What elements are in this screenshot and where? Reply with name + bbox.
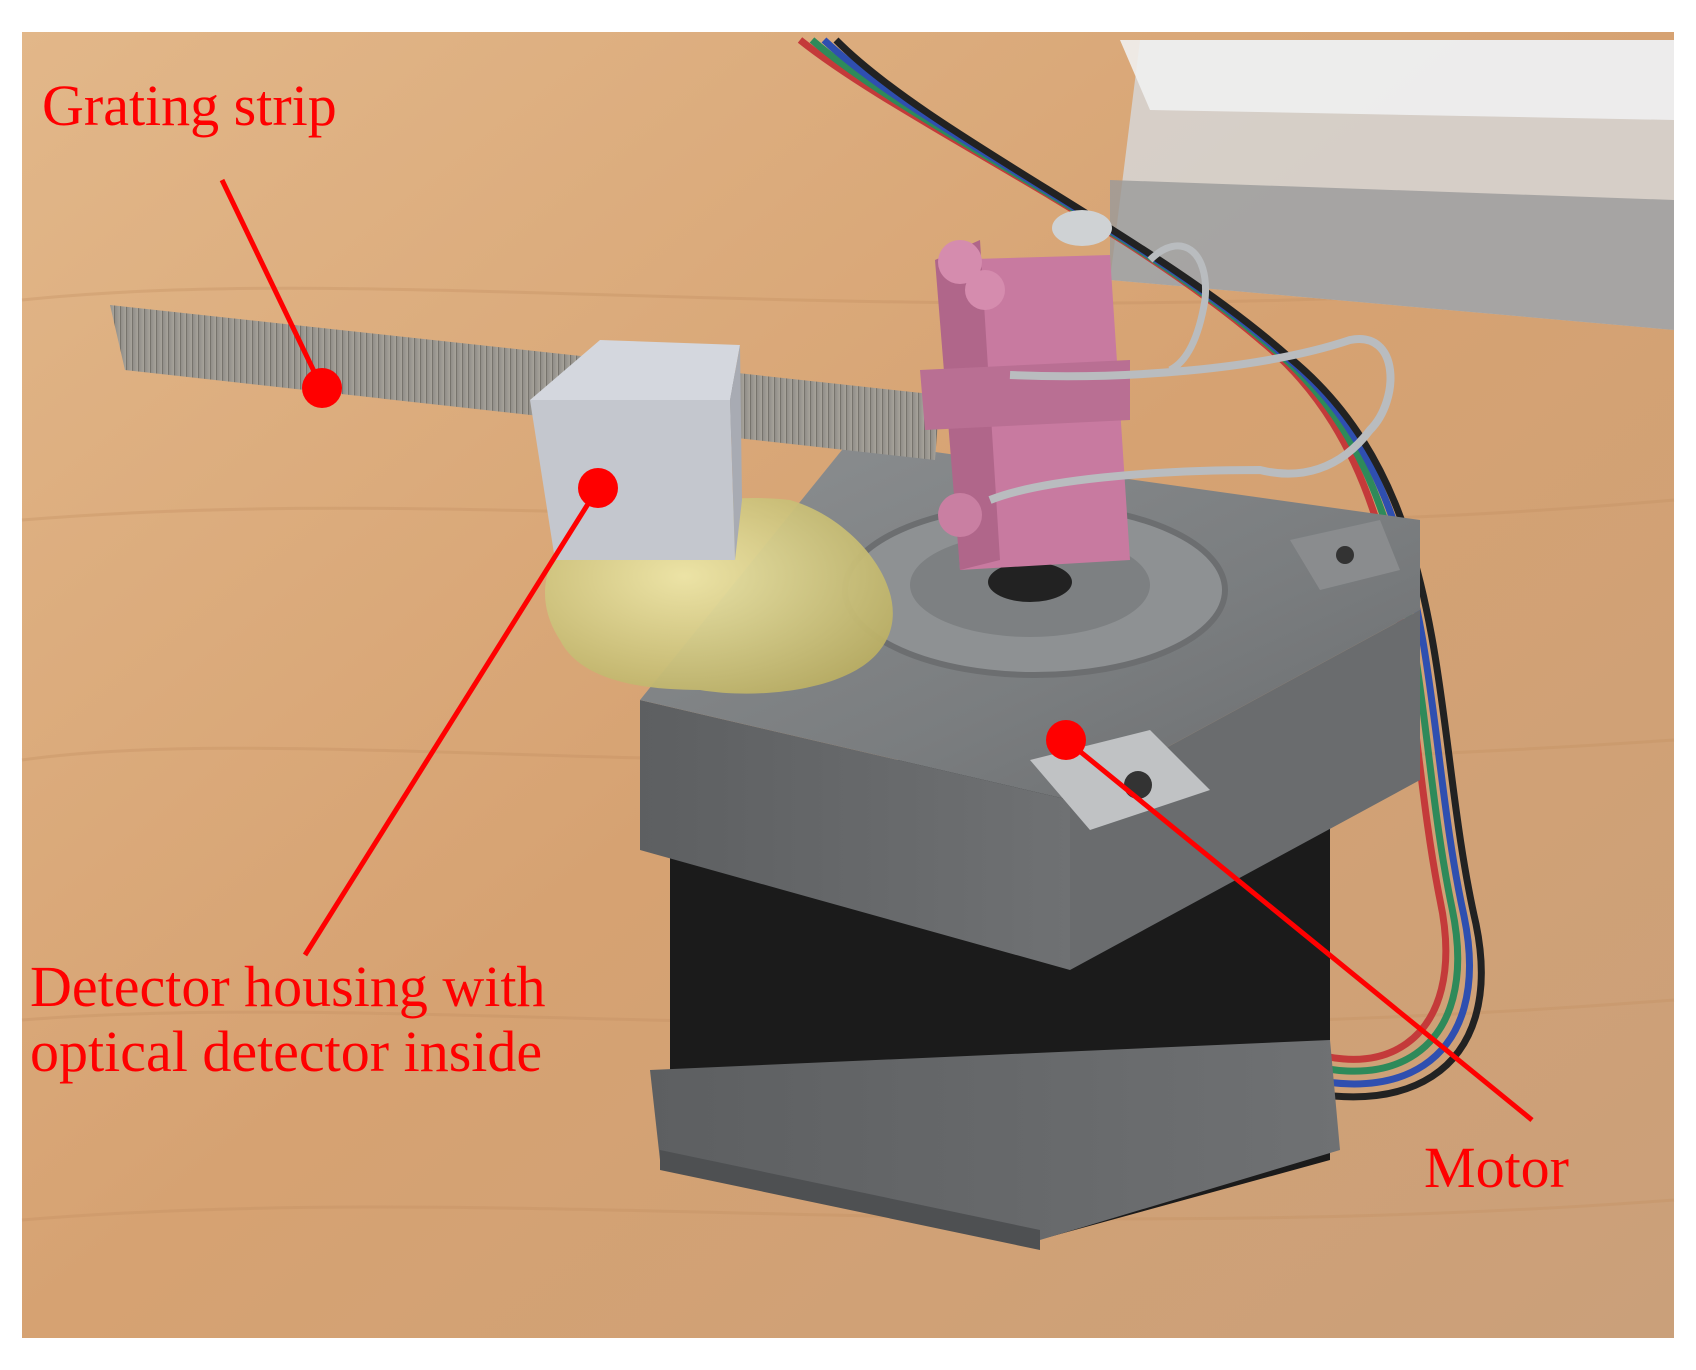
pointer-line-motor bbox=[1064, 738, 1534, 1122]
pointer-dot-motor bbox=[1046, 720, 1086, 760]
pointer-line-grating bbox=[219, 178, 325, 390]
label-detector-housing: Detector housing with optical detector i… bbox=[30, 954, 546, 1085]
paper-stack bbox=[1110, 40, 1674, 330]
motor bbox=[640, 440, 1420, 1250]
pointer-dot-grating bbox=[302, 368, 342, 408]
label-detector-line-1: Detector housing with bbox=[30, 954, 546, 1019]
label-detector-line-2: optical detector inside bbox=[30, 1018, 543, 1084]
label-motor: Motor bbox=[1424, 1135, 1569, 1200]
pointer-dot-detector bbox=[578, 468, 618, 508]
label-grating-strip: Grating strip bbox=[42, 73, 337, 138]
detector-housing bbox=[530, 340, 742, 560]
binder-clip bbox=[920, 210, 1395, 570]
pointer-line-detector bbox=[302, 486, 601, 957]
annotation-pointers bbox=[219, 178, 1534, 1122]
